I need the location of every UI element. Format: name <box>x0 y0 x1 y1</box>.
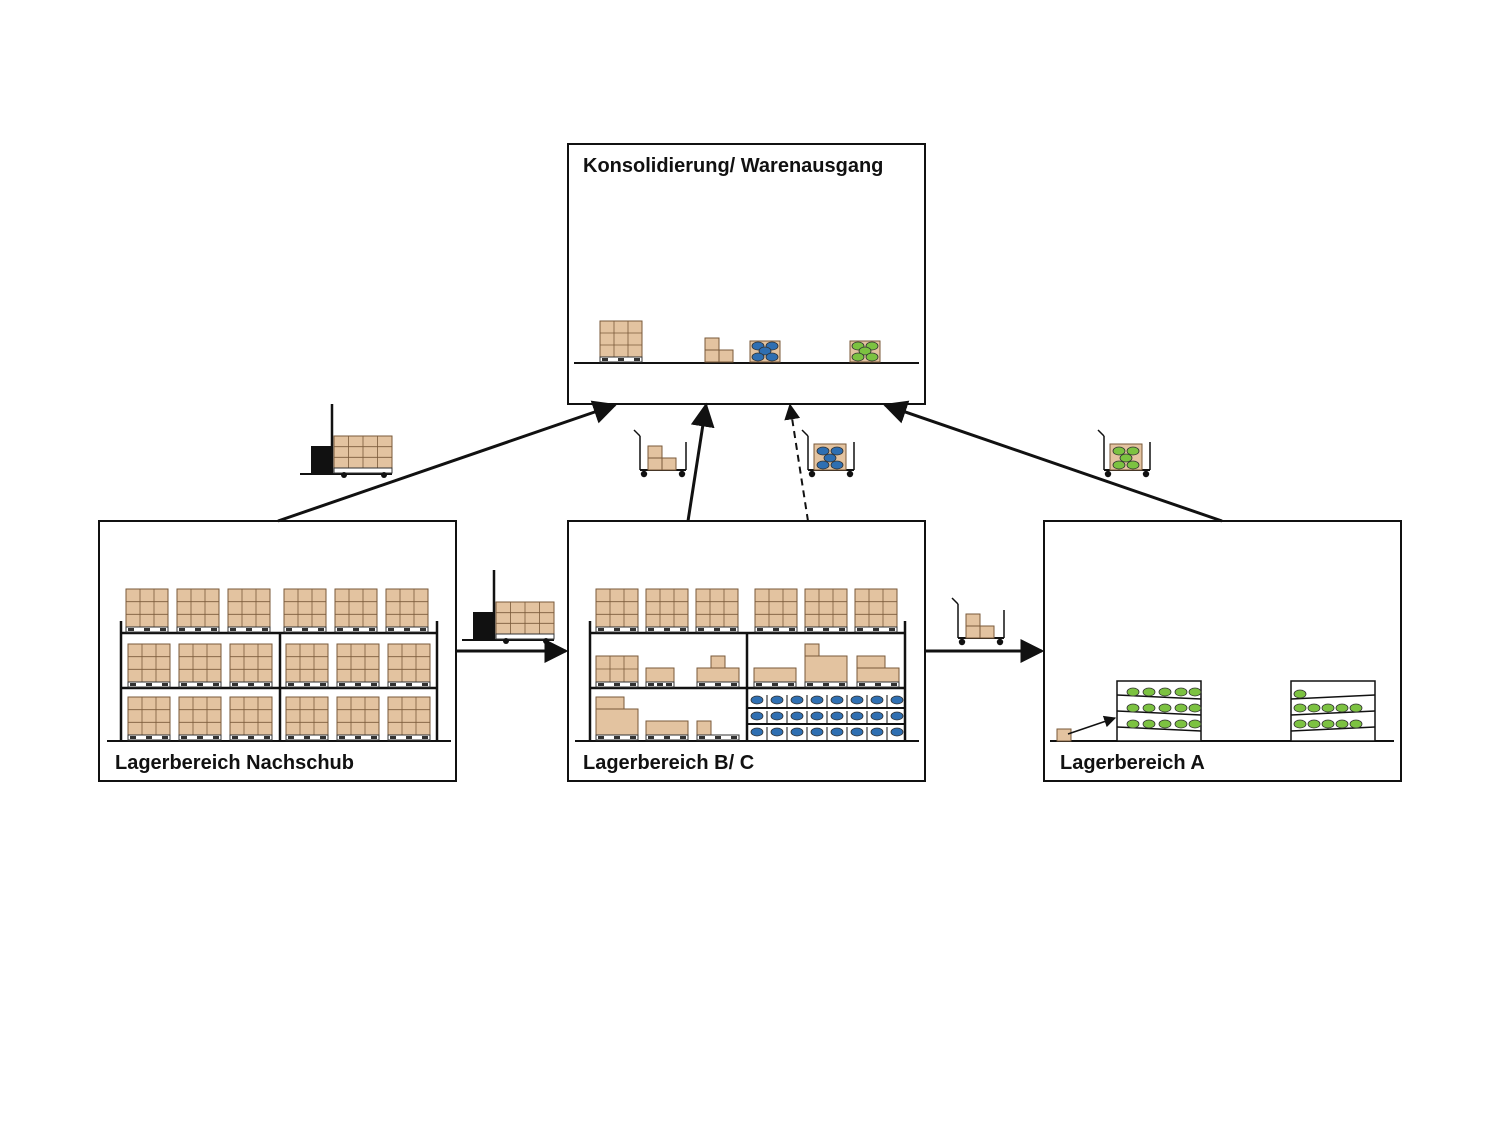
bc-middle-right <box>753 643 900 688</box>
zone-outbound-box <box>567 143 926 405</box>
replenishment-pallet-2-1 <box>178 696 222 741</box>
bc-pallet-top-5 <box>854 588 898 633</box>
bc-bottom-left <box>595 696 740 741</box>
a-flow-rack-left <box>1116 680 1202 742</box>
replenishment-pallet-2-0 <box>127 696 171 741</box>
replenishment-pallet-0-5 <box>385 588 429 633</box>
zone-a-label: Lagerbereich A <box>1060 752 1205 774</box>
replenishment-pallet-2-2 <box>229 696 273 741</box>
replenishment-pallet-1-2 <box>229 643 273 688</box>
bc-blue-bin-shelving <box>747 695 905 740</box>
bc-pallet-top-2 <box>695 588 739 633</box>
bc-pallet-top-3 <box>754 588 798 633</box>
bc-pallet-top-4 <box>804 588 848 633</box>
replenishment-pallet-2-3 <box>285 696 329 741</box>
bc-pallet-mid-0 <box>595 655 639 688</box>
forklift-replenishment-to-outbound <box>300 404 393 478</box>
replenishment-pallet-0-3 <box>283 588 327 633</box>
replenishment-pallet-0-0 <box>125 588 169 633</box>
bc-middle-left <box>645 655 740 688</box>
replenishment-pallet-0-1 <box>176 588 220 633</box>
replenishment-pallet-2-4 <box>336 696 380 741</box>
cart-a-to-outbound-green <box>1097 429 1151 478</box>
outbound-blue-tray <box>749 340 781 363</box>
flow-arrow-replenishment-to-outbound <box>277 400 618 523</box>
replenishment-pallet-0-4 <box>334 588 378 633</box>
replenishment-pallet-1-4 <box>336 643 380 688</box>
replenishment-pallet-1-3 <box>285 643 329 688</box>
replenishment-pallet-1-0 <box>127 643 171 688</box>
a-flow-rack-right <box>1290 680 1376 742</box>
a-zone-carton-pick <box>1056 715 1117 742</box>
cart-bc-to-outbound-blue <box>801 429 855 478</box>
outbound-green-tray <box>849 340 881 363</box>
cart-bc-to-outbound-cartons <box>633 429 687 478</box>
outbound-cartons <box>704 337 734 363</box>
forklift-replenishment-to-bc <box>462 570 555 644</box>
zone-replenishment-label: Lagerbereich Nachschub <box>115 752 354 774</box>
cart-bc-to-a-cartons <box>951 597 1005 646</box>
flow-arrow-bc-to-outbound <box>686 402 715 522</box>
flow-arrow-a-to-outbound <box>882 400 1223 523</box>
outbound-pallet <box>599 320 643 363</box>
bc-pallet-top-1 <box>645 588 689 633</box>
bc-pallet-top-0 <box>595 588 639 633</box>
replenishment-pallet-1-1 <box>178 643 222 688</box>
replenishment-pallet-1-5 <box>387 643 431 688</box>
replenishment-rack <box>107 621 451 742</box>
replenishment-pallet-0-2 <box>227 588 271 633</box>
zone-bc-label: Lagerbereich B/ C <box>583 752 754 774</box>
warehouse-illustrations <box>107 320 1394 742</box>
zone-outbound-label: Konsolidierung/ Warenausgang <box>583 155 883 177</box>
replenishment-pallet-2-5 <box>387 696 431 741</box>
flow-arrow-bc-to-outbound-dashed <box>784 403 809 522</box>
